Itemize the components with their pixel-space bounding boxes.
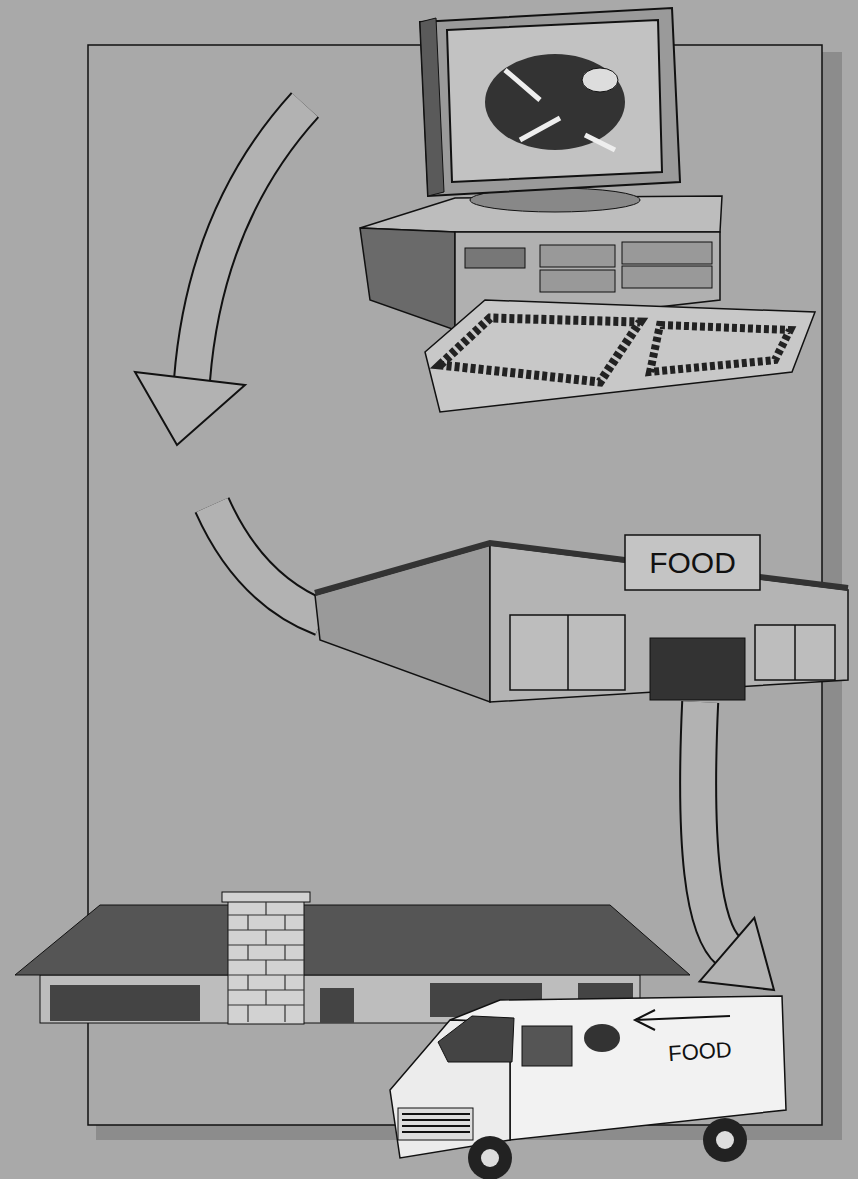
house-roof	[15, 905, 690, 975]
keyboard-keys	[440, 318, 640, 382]
drive-bay	[540, 245, 615, 267]
house-window	[50, 985, 200, 1021]
store-door	[650, 638, 745, 700]
screen-image	[485, 54, 625, 150]
arrow-shaft-outline	[698, 702, 728, 951]
arrow-shaft	[212, 505, 322, 618]
arrow-shaft	[698, 702, 728, 951]
arrow-head	[135, 372, 245, 445]
system-unit-side	[360, 228, 455, 330]
monitor-side	[420, 18, 444, 196]
delivery-van: FOOD	[390, 990, 790, 1179]
window-divider	[567, 615, 569, 690]
chimney	[228, 900, 304, 1024]
screen-image	[505, 70, 615, 150]
keyboard	[425, 300, 815, 412]
window-divider	[794, 625, 796, 680]
van-wheel	[703, 1118, 747, 1162]
van-window	[522, 1026, 572, 1066]
van-windshield	[438, 1016, 514, 1062]
store-window	[510, 615, 625, 690]
store-building: FOOD	[315, 530, 850, 702]
arrow-shaft-outline	[192, 105, 305, 380]
van-logo-arrow	[635, 1010, 730, 1030]
arrow-head	[700, 918, 774, 990]
monitor-screen	[447, 20, 662, 182]
delivery-van-outline	[390, 990, 790, 1179]
computer	[360, 8, 815, 412]
store-window	[755, 625, 835, 680]
chimney-bricks	[228, 902, 304, 1022]
house-door	[320, 988, 354, 1023]
store-building-outline	[315, 530, 850, 702]
flow-arrow	[135, 105, 322, 618]
van-logo	[584, 1024, 620, 1052]
van-hub	[481, 1149, 499, 1167]
sign-text: FOOD	[625, 535, 760, 590]
monitor-bezel	[420, 8, 680, 196]
drive-slot	[465, 248, 525, 268]
drive-bay	[622, 242, 712, 264]
arrow-shaft-outline	[212, 505, 322, 618]
house-window	[578, 983, 633, 999]
screen-image	[582, 68, 618, 92]
van-grille-bars	[402, 1114, 470, 1132]
keyboard-keys	[650, 325, 790, 372]
flow-arrow	[698, 702, 774, 990]
van-grille	[398, 1108, 473, 1140]
van-wheel	[468, 1136, 512, 1179]
van-hub	[716, 1131, 734, 1149]
chimney-cap	[222, 892, 310, 902]
sign-text: FOOD	[639, 1028, 761, 1076]
store-roof-edge	[315, 543, 848, 593]
drive-bay	[540, 270, 615, 292]
arrow-shaft	[192, 105, 305, 380]
drive-bay	[622, 266, 712, 288]
store-sign	[625, 535, 760, 590]
